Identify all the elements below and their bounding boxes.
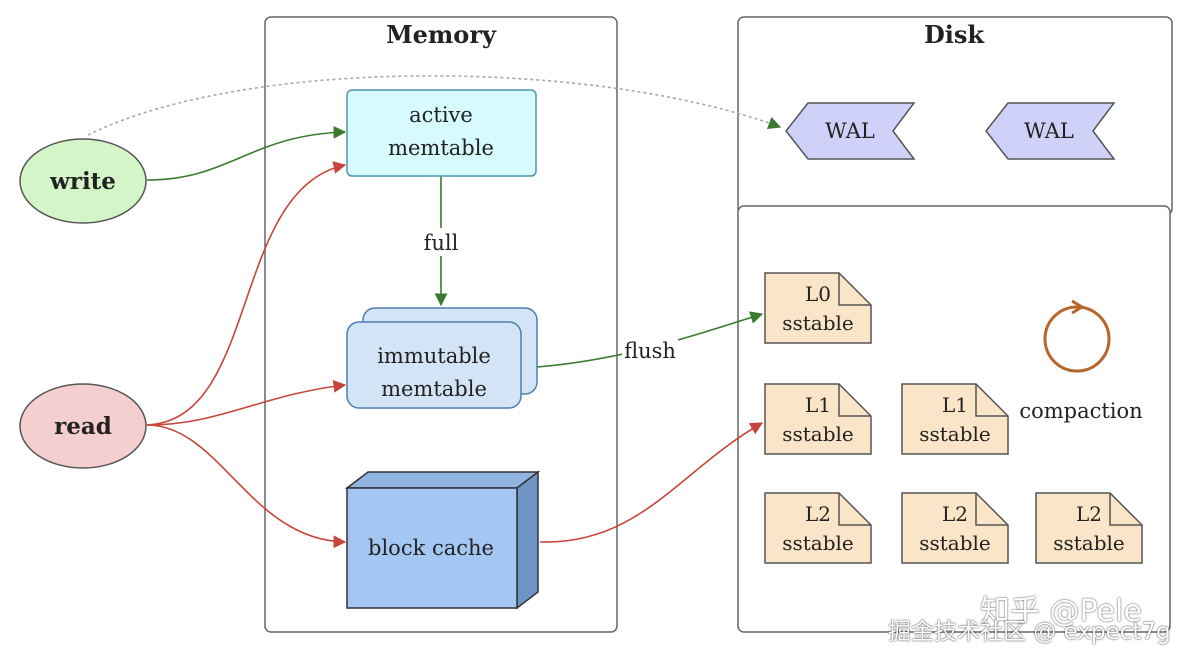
- compaction-arrow-icon: [1071, 299, 1085, 315]
- compaction-label: compaction: [1019, 399, 1142, 423]
- write-to-wal-edge: [87, 75, 782, 136]
- sstable-level-label: L2: [942, 502, 968, 526]
- cache-to-sstable-edge: [539, 422, 764, 543]
- immutable-memtable-node: [346, 321, 522, 409]
- sstable-label: sstable: [919, 422, 991, 446]
- disk-title: Disk: [924, 20, 985, 49]
- sstable-l2-c: L2 sstable: [1035, 492, 1143, 564]
- sstable-level-label: L0: [805, 282, 831, 306]
- sstable-level-label: L1: [805, 393, 831, 417]
- sstable-level-label: L2: [1076, 502, 1102, 526]
- wal-node-1: [785, 102, 916, 160]
- sstable-label: sstable: [782, 422, 854, 446]
- zhihu-watermark: 知乎 @Pele: [980, 594, 1142, 629]
- block-cache-label: block cache: [368, 536, 494, 560]
- immutable-memtable-line1: immutable: [377, 344, 491, 368]
- read-node: [19, 383, 147, 469]
- immutable-memtable-line2: memtable: [381, 377, 487, 401]
- sstable-label: sstable: [782, 531, 854, 555]
- full-edge-label: full: [424, 231, 459, 255]
- read-to-cache-edge: [146, 424, 347, 549]
- sstable-l1-b: L1 sstable: [901, 383, 1009, 455]
- juejin-watermark: 掘金技术社区 @ expect7g: [888, 619, 1171, 645]
- wal-label-2: WAL: [1024, 119, 1074, 143]
- write-to-active-edge: [146, 125, 347, 181]
- full-label-bg: [418, 228, 464, 256]
- sstable-l1-a: L1 sstable: [764, 383, 872, 455]
- read-to-active-edge: [146, 161, 347, 426]
- sstable-label: sstable: [1053, 531, 1125, 555]
- block-cache-node: [346, 487, 518, 609]
- block-cache-side: [516, 470, 539, 610]
- sstable-l2-b: L2 sstable: [901, 492, 1009, 564]
- active-memtable-line2: memtable: [388, 136, 494, 160]
- write-node: [19, 138, 147, 224]
- compaction-cycle-icon: [1043, 305, 1111, 373]
- read-label: read: [54, 413, 112, 440]
- sstable-label: sstable: [782, 311, 854, 335]
- read-to-immutable-edge: [146, 379, 347, 426]
- memory-title: Memory: [386, 20, 497, 49]
- flush-label-bg: [622, 336, 678, 364]
- active-memtable-node: [346, 89, 537, 177]
- memory-section: [264, 16, 618, 633]
- sstable-level-label: L1: [942, 393, 968, 417]
- sstable-l0: L0 sstable: [764, 272, 872, 344]
- sstable-level-label: L2: [805, 502, 831, 526]
- sstable-l2-a: L2 sstable: [764, 492, 872, 564]
- sstable-label: sstable: [919, 531, 991, 555]
- write-label: write: [49, 168, 116, 195]
- active-memtable-line1: active: [409, 103, 473, 127]
- wal-label-1: WAL: [825, 119, 875, 143]
- block-cache-top: [344, 471, 541, 489]
- wal-node-2: [985, 102, 1116, 160]
- flush-edge-label: flush: [624, 339, 676, 363]
